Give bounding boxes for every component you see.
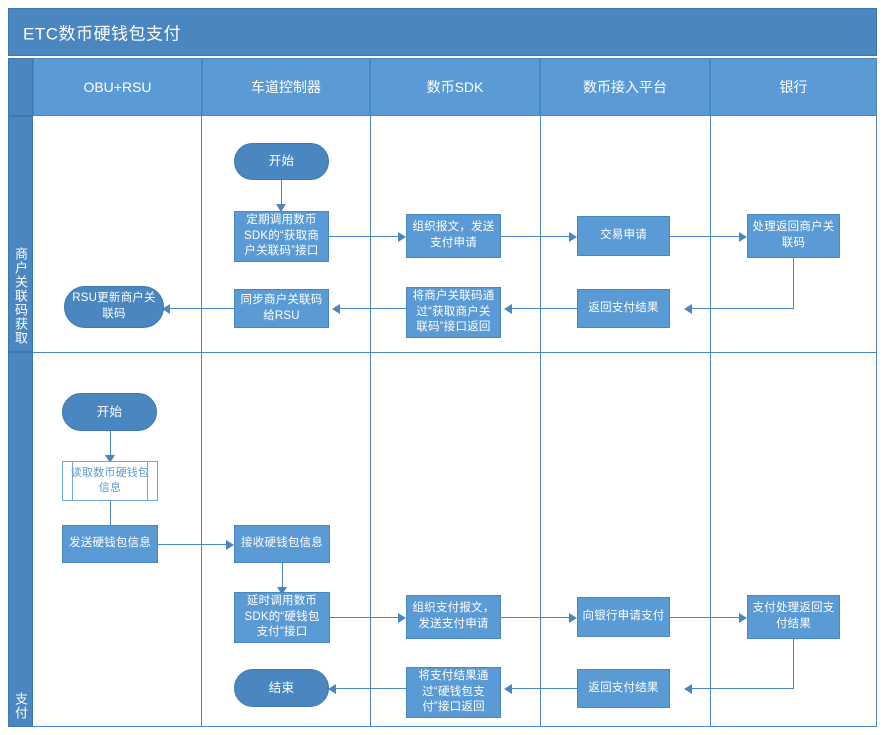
node-l2-bank-req[interactable]: 向银行申请支付 xyxy=(577,597,670,637)
connector-l2-bank-left xyxy=(690,688,793,689)
column-header-bank: 银行 xyxy=(710,58,877,116)
column-header-sdk: 数币SDK xyxy=(370,58,540,116)
arrowhead-down xyxy=(277,587,287,595)
arrowhead-left xyxy=(162,304,170,314)
connector-l1-bank-down xyxy=(793,258,794,309)
column-separator-3 xyxy=(540,116,541,727)
arrowhead-right xyxy=(569,232,577,242)
arrowhead-left xyxy=(504,304,512,314)
lane-separator xyxy=(33,352,877,353)
connector-l2-read-to-send xyxy=(110,501,111,526)
connector-l2-start-to-read xyxy=(110,431,111,456)
column-header-lane-ctrl: 车道控制器 xyxy=(202,58,370,116)
arrowhead-left xyxy=(504,684,512,694)
node-l2-delay-sdk[interactable]: 延时调用数币SDK的“硬钱包支付”接口 xyxy=(234,592,330,643)
node-l2-start[interactable]: 开始 xyxy=(62,393,157,431)
column-separator-4 xyxy=(710,116,711,727)
arrowhead-right xyxy=(398,232,406,242)
node-l1-sync-rsu[interactable]: 同步商户关联码给RSU xyxy=(234,289,329,328)
connector-l2-send-to-recv xyxy=(158,544,228,545)
arrowhead-right xyxy=(739,232,747,242)
node-l1-poll-sdk[interactable]: 定期调用数币SDK的“获取商户关联码”接口 xyxy=(234,211,329,262)
connector-l2-bank-down xyxy=(793,639,794,689)
node-l1-start[interactable]: 开始 xyxy=(234,143,329,180)
node-l2-read-wallet[interactable]: 读取数币硬钱包信息 xyxy=(62,461,158,501)
connector-l2-build-to-bankreq xyxy=(501,617,571,618)
column-separator-1 xyxy=(201,116,202,727)
connector-l1-bank-left xyxy=(690,308,793,309)
connector-l1-sdk-to-sync xyxy=(338,308,406,309)
node-l2-sdk-return[interactable]: 将支付结果通过“硬钱包支付”接口返回 xyxy=(406,667,501,718)
page-title: ETC数币硬钱包支付 xyxy=(23,24,181,44)
node-l1-return-pay[interactable]: 返回支付结果 xyxy=(577,289,670,328)
arrowhead-left xyxy=(332,304,340,314)
column-header-obu-rsu: OBU+RSU xyxy=(33,58,202,116)
arrowhead-down xyxy=(105,455,115,463)
node-l1-rsu-update[interactable]: RSU更新商户关联码 xyxy=(64,286,164,328)
node-l2-return-pay[interactable]: 返回支付结果 xyxy=(577,669,670,708)
arrowhead-right xyxy=(569,613,577,623)
connector-l1-start-to-poll xyxy=(281,180,282,205)
lane-label-text: 支付 xyxy=(13,692,28,720)
node-l1-bank-handle[interactable]: 处理返回商户关联码 xyxy=(747,214,840,258)
arrowhead-right xyxy=(398,613,406,623)
column-separator-2 xyxy=(370,116,371,727)
lane-label-payment: 支付 xyxy=(8,352,33,727)
connector-l2-bankreq-to-bankres xyxy=(670,617,741,618)
connector-l2-return-to-sdk xyxy=(510,688,577,689)
connector-l2-recv-to-delay xyxy=(282,563,283,588)
connector-l1-return-to-sdk xyxy=(510,308,577,309)
diagram-title-bar: ETC数币硬钱包支付 xyxy=(8,8,877,56)
connector-l1-trade-to-bank xyxy=(670,236,741,237)
header-corner-cell xyxy=(8,58,33,116)
node-l2-bank-result[interactable]: 支付处理返回支付结果 xyxy=(747,595,840,639)
node-l2-end[interactable]: 结束 xyxy=(234,669,329,707)
node-l2-send-wallet[interactable]: 发送硬钱包信息 xyxy=(62,525,158,563)
node-l1-trade-req[interactable]: 交易申请 xyxy=(577,216,670,256)
connector-l1-poll-to-build xyxy=(329,236,400,237)
node-l1-sdk-return[interactable]: 将商户关联码通过“获取商户关联码”接口返回 xyxy=(406,287,501,338)
connector-l1-build-to-trade xyxy=(501,236,571,237)
connector-l2-delay-to-build xyxy=(330,617,400,618)
arrowhead-left xyxy=(684,304,692,314)
column-header-platform: 数币接入平台 xyxy=(540,58,710,116)
arrowhead-left xyxy=(328,684,336,694)
node-l1-build-msg[interactable]: 组织报文，发送支付申请 xyxy=(406,214,501,258)
arrowhead-left xyxy=(684,684,692,694)
lane-label-merchant-code: 商户关联码获取 xyxy=(8,116,33,352)
lane-label-text: 商户关联码获取 xyxy=(13,247,28,345)
connector-l1-sync-to-rsu xyxy=(168,308,234,309)
arrowhead-right xyxy=(739,613,747,623)
node-l2-recv-wallet[interactable]: 接收硬钱包信息 xyxy=(234,525,330,563)
node-l2-build-pay[interactable]: 组织支付报文，发送支付申请 xyxy=(406,595,501,639)
arrowhead-down xyxy=(276,204,286,212)
connector-l2-sdk-to-end xyxy=(334,688,406,689)
arrowhead-right xyxy=(226,540,234,550)
